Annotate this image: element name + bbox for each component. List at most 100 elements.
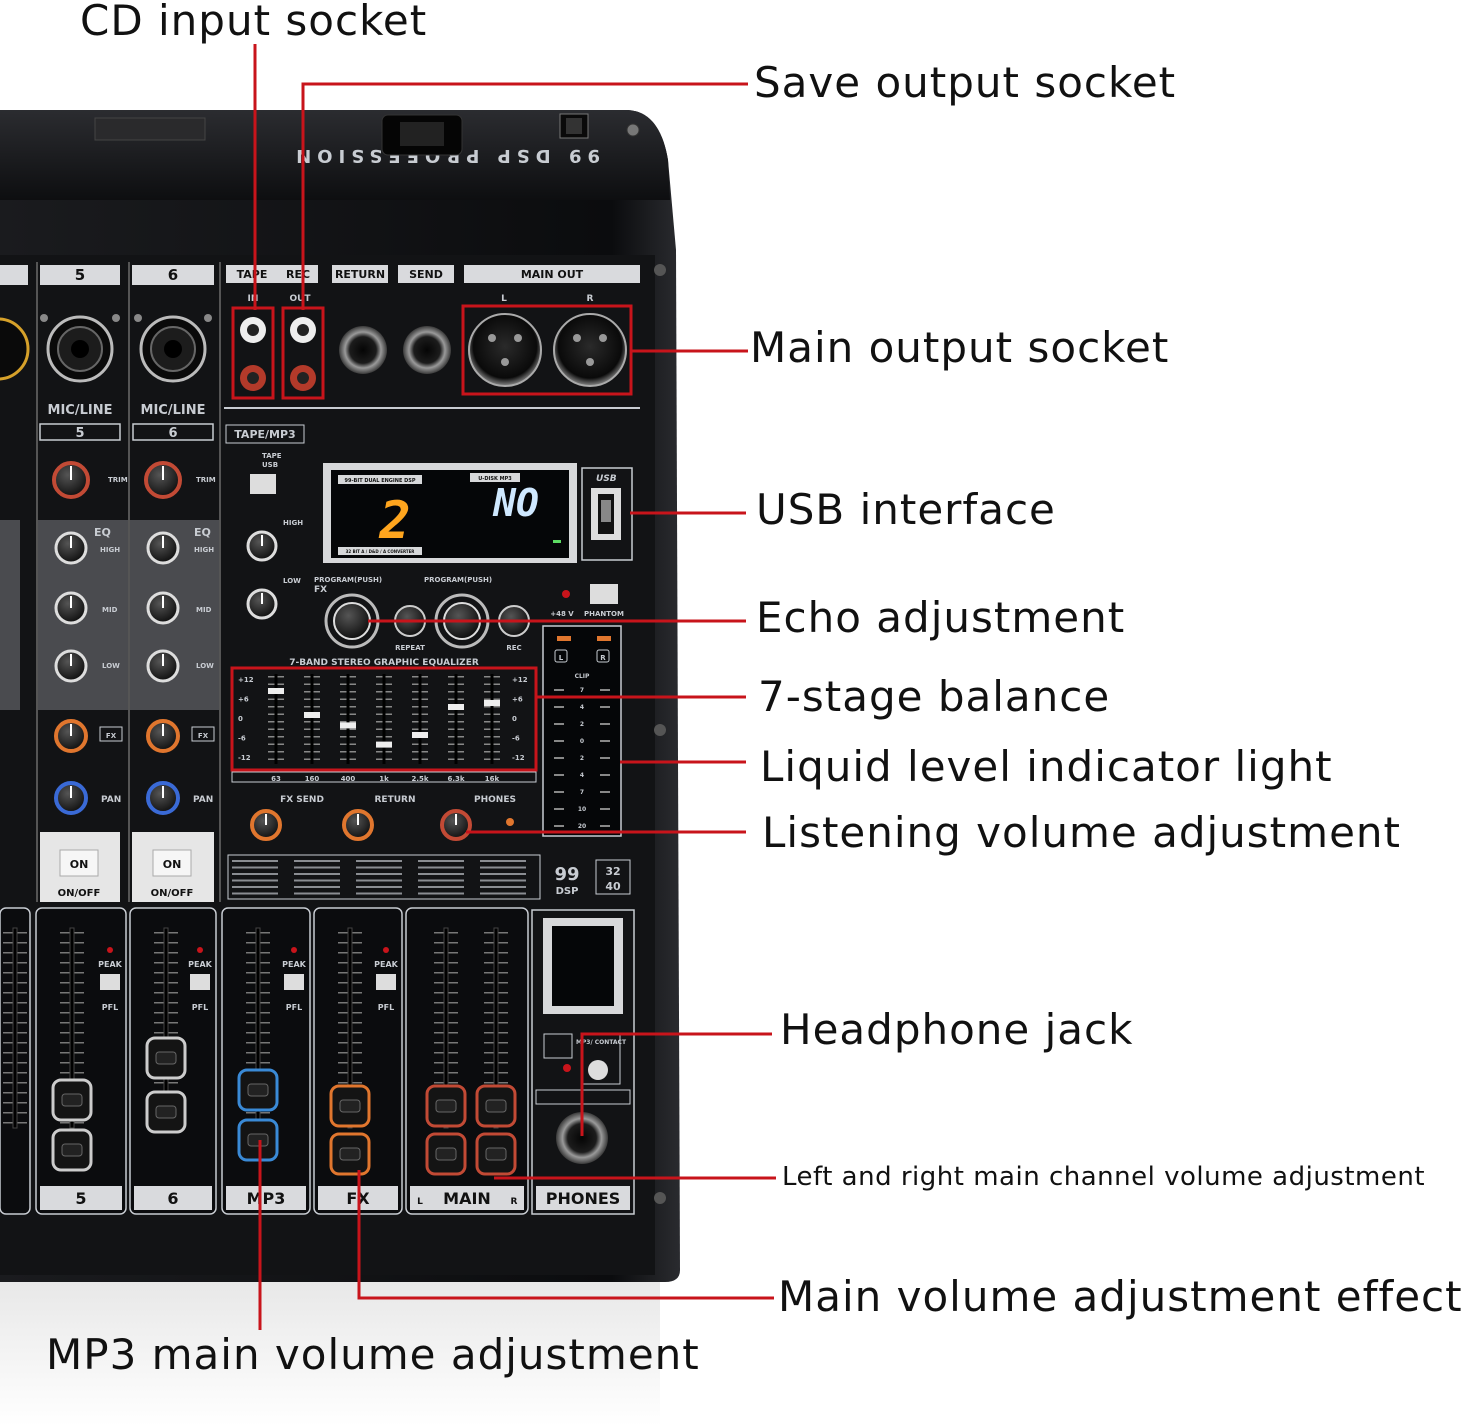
channel-6-fx-knob[interactable]: [146, 719, 180, 753]
fader-knob[interactable]: [329, 1084, 371, 1128]
phantom-led: [562, 590, 570, 598]
fader-knob[interactable]: [425, 1084, 467, 1128]
tape-high-label: HIGH: [283, 519, 303, 527]
fader-knob[interactable]: [145, 1090, 187, 1134]
eq-frequency-label: 400: [341, 775, 356, 783]
fader-knob[interactable]: [237, 1068, 279, 1112]
pfl-button[interactable]: [376, 974, 396, 990]
return-jack[interactable]: [339, 326, 387, 374]
tape-high-knob[interactable]: [246, 530, 278, 562]
udisk-label: U-DISK MP3: [478, 476, 512, 482]
tape-low-label: LOW: [283, 577, 301, 585]
main-fader-r-label: R: [511, 1197, 518, 1207]
fader-knob[interactable]: [475, 1132, 517, 1176]
fx-return-knob[interactable]: [342, 809, 374, 841]
graphic-eq-sliders[interactable]: [268, 674, 500, 764]
pfl-label: PFL: [192, 1003, 208, 1012]
eq-band-slider[interactable]: [304, 674, 320, 764]
channel-5-trim-knob[interactable]: [52, 461, 90, 499]
eq-scale-label-left: -6: [238, 735, 246, 743]
cd-input-rca-jacks[interactable]: [231, 306, 275, 400]
fader-knob[interactable]: [329, 1132, 371, 1176]
channel-6-trim-label: TRIM: [196, 476, 216, 484]
headphone-jack[interactable]: [556, 1112, 608, 1164]
fx-preset-list: 99 DSP 32 40: [227, 854, 631, 900]
save-output-rca-jacks[interactable]: [281, 306, 325, 400]
eq-scale-label-right: +12: [512, 676, 528, 684]
eq-band-slider[interactable]: [376, 674, 392, 764]
meter-scale-label: 0: [580, 738, 584, 745]
fader-channel-label: 5: [75, 1189, 86, 1208]
fx-send-knob[interactable]: [250, 809, 282, 841]
channel-5-eq-mid-knob[interactable]: [54, 591, 88, 625]
channel-6-trim-knob[interactable]: [144, 461, 182, 499]
eq-scale-right: +12+60-6-12: [512, 676, 528, 762]
phantom-48v-label: +48 V: [550, 610, 574, 618]
eq-band-slider[interactable]: [484, 674, 500, 764]
eq-frequency-label: 16k: [485, 775, 500, 783]
channel-5-combo-jack[interactable]: [40, 314, 120, 383]
rec-button-label: REC: [506, 644, 521, 652]
headphone-indicator: [506, 818, 514, 826]
meter-scale-label: 4: [580, 704, 584, 711]
eq-scale-label-right: 0: [512, 715, 517, 723]
main-output-xlr-sockets[interactable]: [461, 304, 633, 396]
channel-6-eq-high-knob[interactable]: [146, 531, 180, 565]
eq-scale-label-right: -12: [512, 754, 525, 762]
tape-usb-switch-label-usb: USB: [262, 461, 278, 469]
tape-low-knob[interactable]: [246, 588, 278, 620]
main-out-r-label: R: [587, 294, 594, 304]
fader-knob[interactable]: [145, 1036, 187, 1080]
pfl-button[interactable]: [100, 974, 120, 990]
channel-5-mid-label: MID: [102, 606, 118, 614]
fader-knob[interactable]: [51, 1078, 93, 1122]
dsp-display: 99-BIT DUAL ENGINE DSP U-DISK MP3 2 NO 3…: [323, 463, 577, 563]
meter-scale-label: 7: [580, 789, 584, 796]
phantom-power-switch[interactable]: [590, 584, 618, 604]
channel-6-number: 6: [168, 426, 177, 441]
dsp-99-logo: 99: [554, 864, 579, 885]
channel-5-fx-knob[interactable]: [54, 719, 88, 753]
tape-usb-switch[interactable]: [250, 474, 276, 494]
pfl-button[interactable]: [284, 974, 304, 990]
usb-interface-port[interactable]: USB: [581, 467, 633, 561]
pfl-label: PFL: [286, 1003, 302, 1012]
graphic-eq-title: 7-BAND STEREO GRAPHIC EQUALIZER: [289, 658, 479, 668]
channel-6-combo-jack[interactable]: [134, 314, 212, 383]
channel-4-combo-jack-partial[interactable]: [0, 317, 30, 381]
save-output-callout: Save output socket: [754, 58, 1177, 107]
eq-band-slider[interactable]: [340, 674, 356, 764]
channel-5-pan-knob[interactable]: [54, 781, 88, 815]
fx-section-label: FX: [314, 585, 327, 595]
pfl-button[interactable]: [190, 974, 210, 990]
headphone-jack-callout-line: [580, 1032, 772, 1136]
return-label: RETURN: [335, 268, 385, 281]
channel-5-number: 5: [75, 426, 84, 441]
eq-band-slider[interactable]: [268, 674, 284, 764]
fader-knob[interactable]: [475, 1084, 517, 1128]
channel-5-on-button[interactable]: ON ON/OFF: [40, 832, 120, 902]
eq-band-slider[interactable]: [412, 674, 428, 764]
channel-6-on-button[interactable]: ON ON/OFF: [132, 832, 214, 902]
channel-6-eq-mid-knob[interactable]: [146, 591, 180, 625]
callout-lines: [253, 44, 776, 1330]
send-jack[interactable]: [403, 326, 451, 374]
channel-5-eq-high-knob[interactable]: [54, 531, 88, 565]
channel-5-eq-low-knob[interactable]: [54, 649, 88, 683]
phones-volume-knob[interactable]: [440, 809, 472, 841]
mp3-contact-button[interactable]: [588, 1060, 608, 1080]
eq-band-slider[interactable]: [448, 674, 464, 764]
out-label: OUT: [289, 294, 311, 304]
fader-knob[interactable]: [237, 1118, 279, 1162]
channel-6-pan-knob[interactable]: [146, 781, 180, 815]
fader-knob[interactable]: [51, 1128, 93, 1172]
channel-5-eq-label: EQ: [94, 526, 111, 539]
channel-6-eq-low-knob[interactable]: [146, 649, 180, 683]
fader-knob[interactable]: [425, 1132, 467, 1176]
eq-frequency-label: 63: [271, 775, 281, 783]
phones-volume-label: PHONES: [474, 795, 516, 805]
